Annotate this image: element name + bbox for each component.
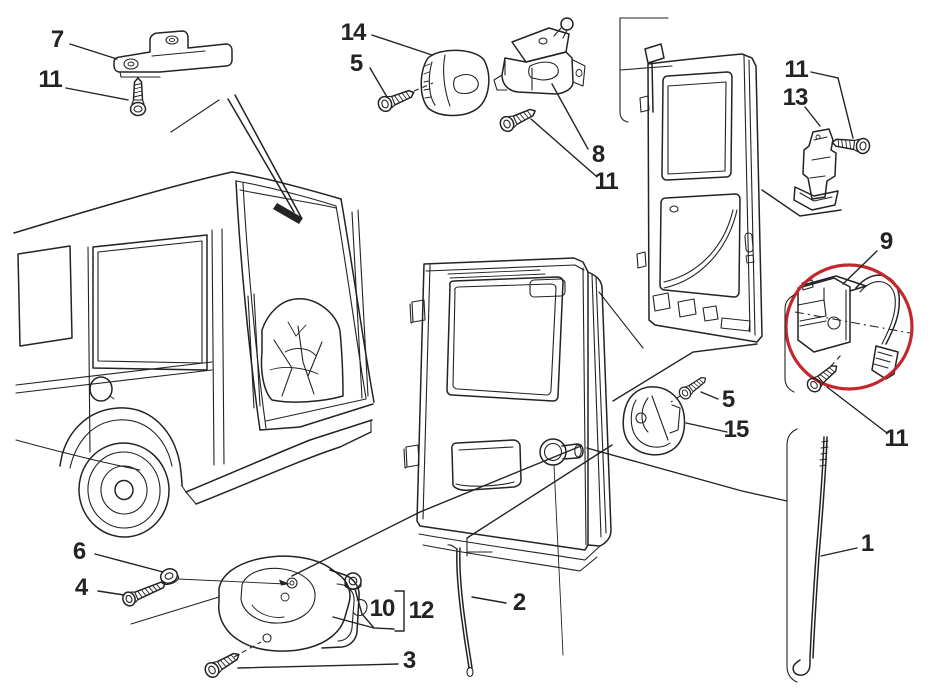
screw-part-11-striker [497,103,540,135]
callout-11-striker: 11 [594,168,618,195]
screw-part-5-cup [676,372,710,402]
screw-5-axis [413,82,434,92]
callout-11-actuator: 11 [884,425,908,452]
right-door-panel [636,43,842,343]
callout-8: 8 [591,141,605,168]
striker-part-8 [493,17,586,95]
callout-leader-lines [65,34,888,669]
callout-5-cup: 5 [721,386,735,413]
lock-mechanism [218,555,368,652]
callout-7: 7 [50,26,64,53]
roof-bracket-part-7 [113,30,233,78]
striker-position-bracket [619,17,673,123]
callout-11-hinge: 11 [784,56,808,83]
callout-1: 1 [860,530,874,557]
rod-part-2 [447,544,474,678]
screw-part-11-hinge [830,134,872,155]
highlight-circle [784,263,914,391]
callout-11-top-left: 11 [38,66,62,93]
cover-part-14 [420,49,490,117]
washer-part-6 [157,565,181,588]
callout-6: 6 [72,538,86,565]
van-illustration [13,94,375,538]
callout-15: 15 [723,416,750,443]
handle-cup-part-15 [622,386,686,456]
callout-13: 13 [782,84,809,111]
callout-14: 14 [340,19,367,46]
screw-11-actuator-axis [830,353,843,367]
callout-9: 9 [879,228,893,255]
callout-12: 12 [408,597,435,624]
callout-5-top: 5 [349,50,363,77]
callout-3: 3 [402,647,416,674]
screw-part-3 [201,647,244,681]
rod-part-1 [792,436,829,676]
leader-lines-long [291,343,788,577]
callout-4: 4 [74,574,88,601]
hinge-part-13 [793,128,839,211]
bolt-part-4 [119,576,169,609]
lock-actuator-part-9 [794,274,911,380]
callout-2: 2 [512,589,526,616]
actuator-position-brackets [784,294,798,683]
bolt-4-axis [130,578,290,625]
callout-10: 10 [369,595,396,622]
screw-part-11-top-left [129,77,147,117]
screw-5-cup-axis [670,395,681,403]
